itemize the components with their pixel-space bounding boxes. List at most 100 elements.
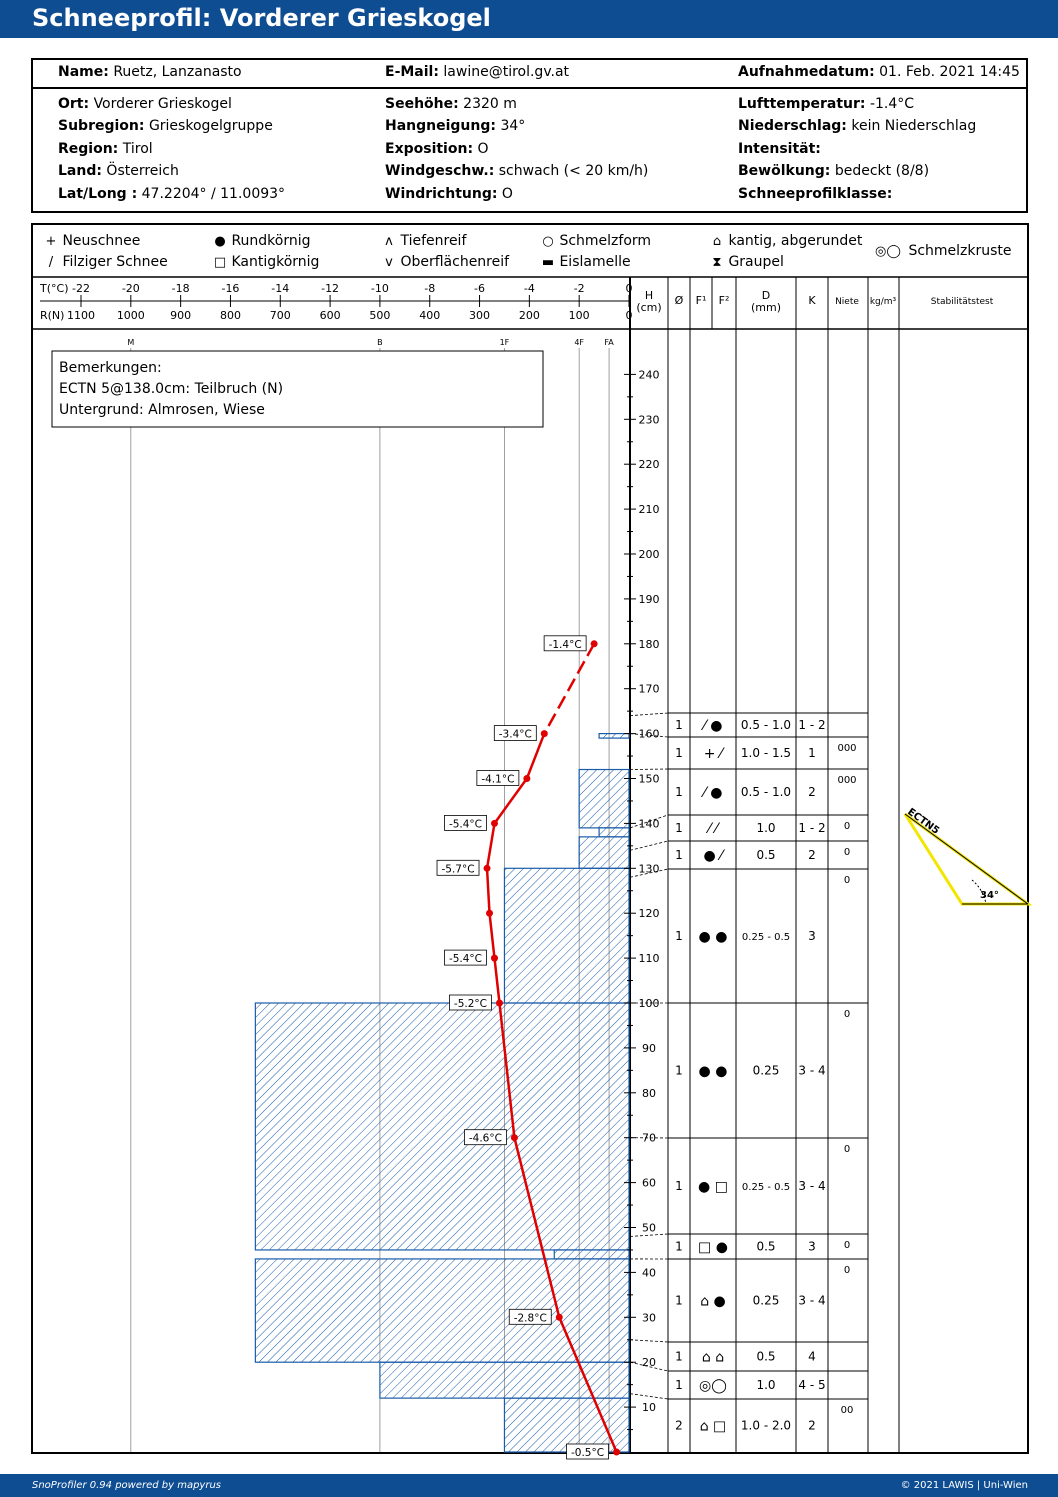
hardness-bar xyxy=(503,867,630,1004)
r-tick-label: 800 xyxy=(220,309,241,322)
windgeschw-field: Windgeschw.: schwach (< 20 km/h) xyxy=(385,163,649,179)
footer-copyright: © 2021 LAWIS | Uni-Wien xyxy=(900,1480,1028,1491)
temperature-label-box xyxy=(444,949,487,966)
layer-niete: 000 xyxy=(837,775,856,786)
layer-k: 4 xyxy=(808,1350,816,1364)
melt-crust-icon: ◎◯ xyxy=(875,244,901,259)
col-o: Ø xyxy=(675,294,684,307)
layer-grain-forms: ⁄ ● xyxy=(700,785,722,801)
h-tick-label: 50 xyxy=(642,1222,656,1235)
layer-k: 4 - 5 xyxy=(798,1378,825,1392)
temperature-segment xyxy=(485,868,491,914)
layer-k: 3 - 4 xyxy=(798,1294,825,1308)
ort-field: Ort: Vorderer Grieskogel xyxy=(58,96,232,112)
footer-software: SnoProfiler 0.94 powered by mapyrus xyxy=(32,1480,222,1491)
layer-k: 1 - 2 xyxy=(798,718,825,732)
layer-grain-forms: ⌂ □ xyxy=(700,1419,727,1435)
layer-k: 3 xyxy=(808,1240,816,1254)
rounded-icon: ● xyxy=(214,234,226,249)
layer-grain-forms: ⁄ ⁄ xyxy=(705,821,720,837)
r-tick-label: 500 xyxy=(369,309,390,322)
decomposed-icon: / xyxy=(48,255,54,270)
layer-o: 1 xyxy=(675,1350,683,1364)
layer-o: 1 xyxy=(675,1378,683,1392)
layer-o: 1 xyxy=(675,1294,683,1308)
hangneigung-field: Hangneigung: 34° xyxy=(385,118,526,134)
land-field: Land: Österreich xyxy=(58,163,179,179)
t-tick-label: -4 xyxy=(524,282,535,295)
temperature-label: -2.8°C xyxy=(514,1312,547,1324)
r-tick-label: 1100 xyxy=(67,309,95,322)
t-tick-label: -6 xyxy=(474,282,485,295)
legend-decomposed: / Filziger Schnee xyxy=(44,254,168,270)
layer-d: 0.25 xyxy=(753,1064,780,1078)
r-tick-label: 0 xyxy=(626,309,633,322)
r-axis-label: R(N) xyxy=(40,309,64,322)
temperature-point xyxy=(490,819,498,827)
melt-form-icon: ○ xyxy=(542,234,554,249)
remarks-line-2: Untergrund: Almrosen, Wiese xyxy=(59,402,265,418)
surface-hoar-icon: v xyxy=(385,255,393,270)
hardness-bar xyxy=(598,732,630,739)
col-h-unit: (cm) xyxy=(636,301,661,314)
remarks-box xyxy=(51,350,544,428)
legend-faceted: □ Kantigkörnig xyxy=(213,254,320,270)
temperature-label: -4.6°C xyxy=(469,1133,502,1145)
h-tick-label: 140 xyxy=(639,817,660,830)
bewoelkung-field: Bewölkung: bedeckt (8/8) xyxy=(738,163,930,179)
temperature-segment xyxy=(513,1137,561,1318)
layer-connector xyxy=(629,868,669,878)
h-tick-label: 90 xyxy=(642,1042,656,1055)
temperature-segment xyxy=(525,733,546,779)
temperature-label-box xyxy=(493,725,537,741)
t-tick-label: 0 xyxy=(626,282,633,295)
h-tick-label: 170 xyxy=(639,683,660,696)
layer-o: 1 xyxy=(675,929,683,943)
layer-niete: 0 xyxy=(844,875,850,886)
layer-k: 1 xyxy=(808,746,816,760)
layer-d: 0.5 - 1.0 xyxy=(741,718,791,732)
layer-niete: 0 xyxy=(844,1009,850,1020)
t-tick-label: -20 xyxy=(122,282,140,295)
col-d: D xyxy=(762,289,770,302)
slope-angle-label: 34° xyxy=(980,890,999,901)
region-field: Region: Tirol xyxy=(58,141,153,157)
t-tick-label: -2 xyxy=(574,282,585,295)
niederschlag-field: Niederschlag: kein Niederschlag xyxy=(738,118,977,134)
r-tick-label: 300 xyxy=(469,309,490,322)
col-f2: F² xyxy=(719,294,730,307)
legend-surface-hoar: v Oberflächenreif xyxy=(382,254,509,270)
h-tick-label: 220 xyxy=(639,458,660,471)
layer-o: 1 xyxy=(675,785,683,799)
lufttemperatur-field: Lufttemperatur: -1.4°C xyxy=(738,96,915,112)
layer-niete: 0 xyxy=(844,847,850,858)
layer-grain-forms: ⁄ ● xyxy=(700,718,722,734)
layer-grain-forms: ● ● xyxy=(699,929,728,945)
col-k: K xyxy=(808,294,816,307)
temperature-label: -3.4°C xyxy=(499,729,532,741)
layer-niete: 0 xyxy=(844,821,850,832)
legend-depth-hoar: ʌ Tiefenreif xyxy=(382,233,466,249)
seehoehe-field: Seehöhe: 2320 m xyxy=(385,96,517,112)
h-tick-label: 30 xyxy=(642,1311,656,1324)
layer-grain-forms: + ⁄ xyxy=(704,746,725,762)
name-field: Name: Ruetz, Lanzanasto xyxy=(58,64,242,80)
layer-k: 2 xyxy=(808,848,816,862)
h-tick-label: 10 xyxy=(642,1401,656,1414)
h-tick-label: 120 xyxy=(639,907,660,920)
layer-d: 0.5 xyxy=(756,1240,775,1254)
observation-info xyxy=(31,58,1028,213)
layer-grain-forms: ● □ xyxy=(698,1179,728,1195)
temperature-point xyxy=(590,640,598,648)
layer-o: 1 xyxy=(675,746,683,760)
t-tick-label: -10 xyxy=(371,282,389,295)
legend-ice-layer: ▬ Eislamelle xyxy=(541,254,631,270)
layer-k: 2 xyxy=(808,1419,816,1433)
h-tick-label: 80 xyxy=(642,1087,656,1100)
layer-niete: 000 xyxy=(837,743,856,754)
temperature-label-box xyxy=(464,1129,507,1146)
layer-connector xyxy=(629,814,669,829)
hardness-bar xyxy=(578,768,630,829)
temperature-segment xyxy=(485,823,496,869)
